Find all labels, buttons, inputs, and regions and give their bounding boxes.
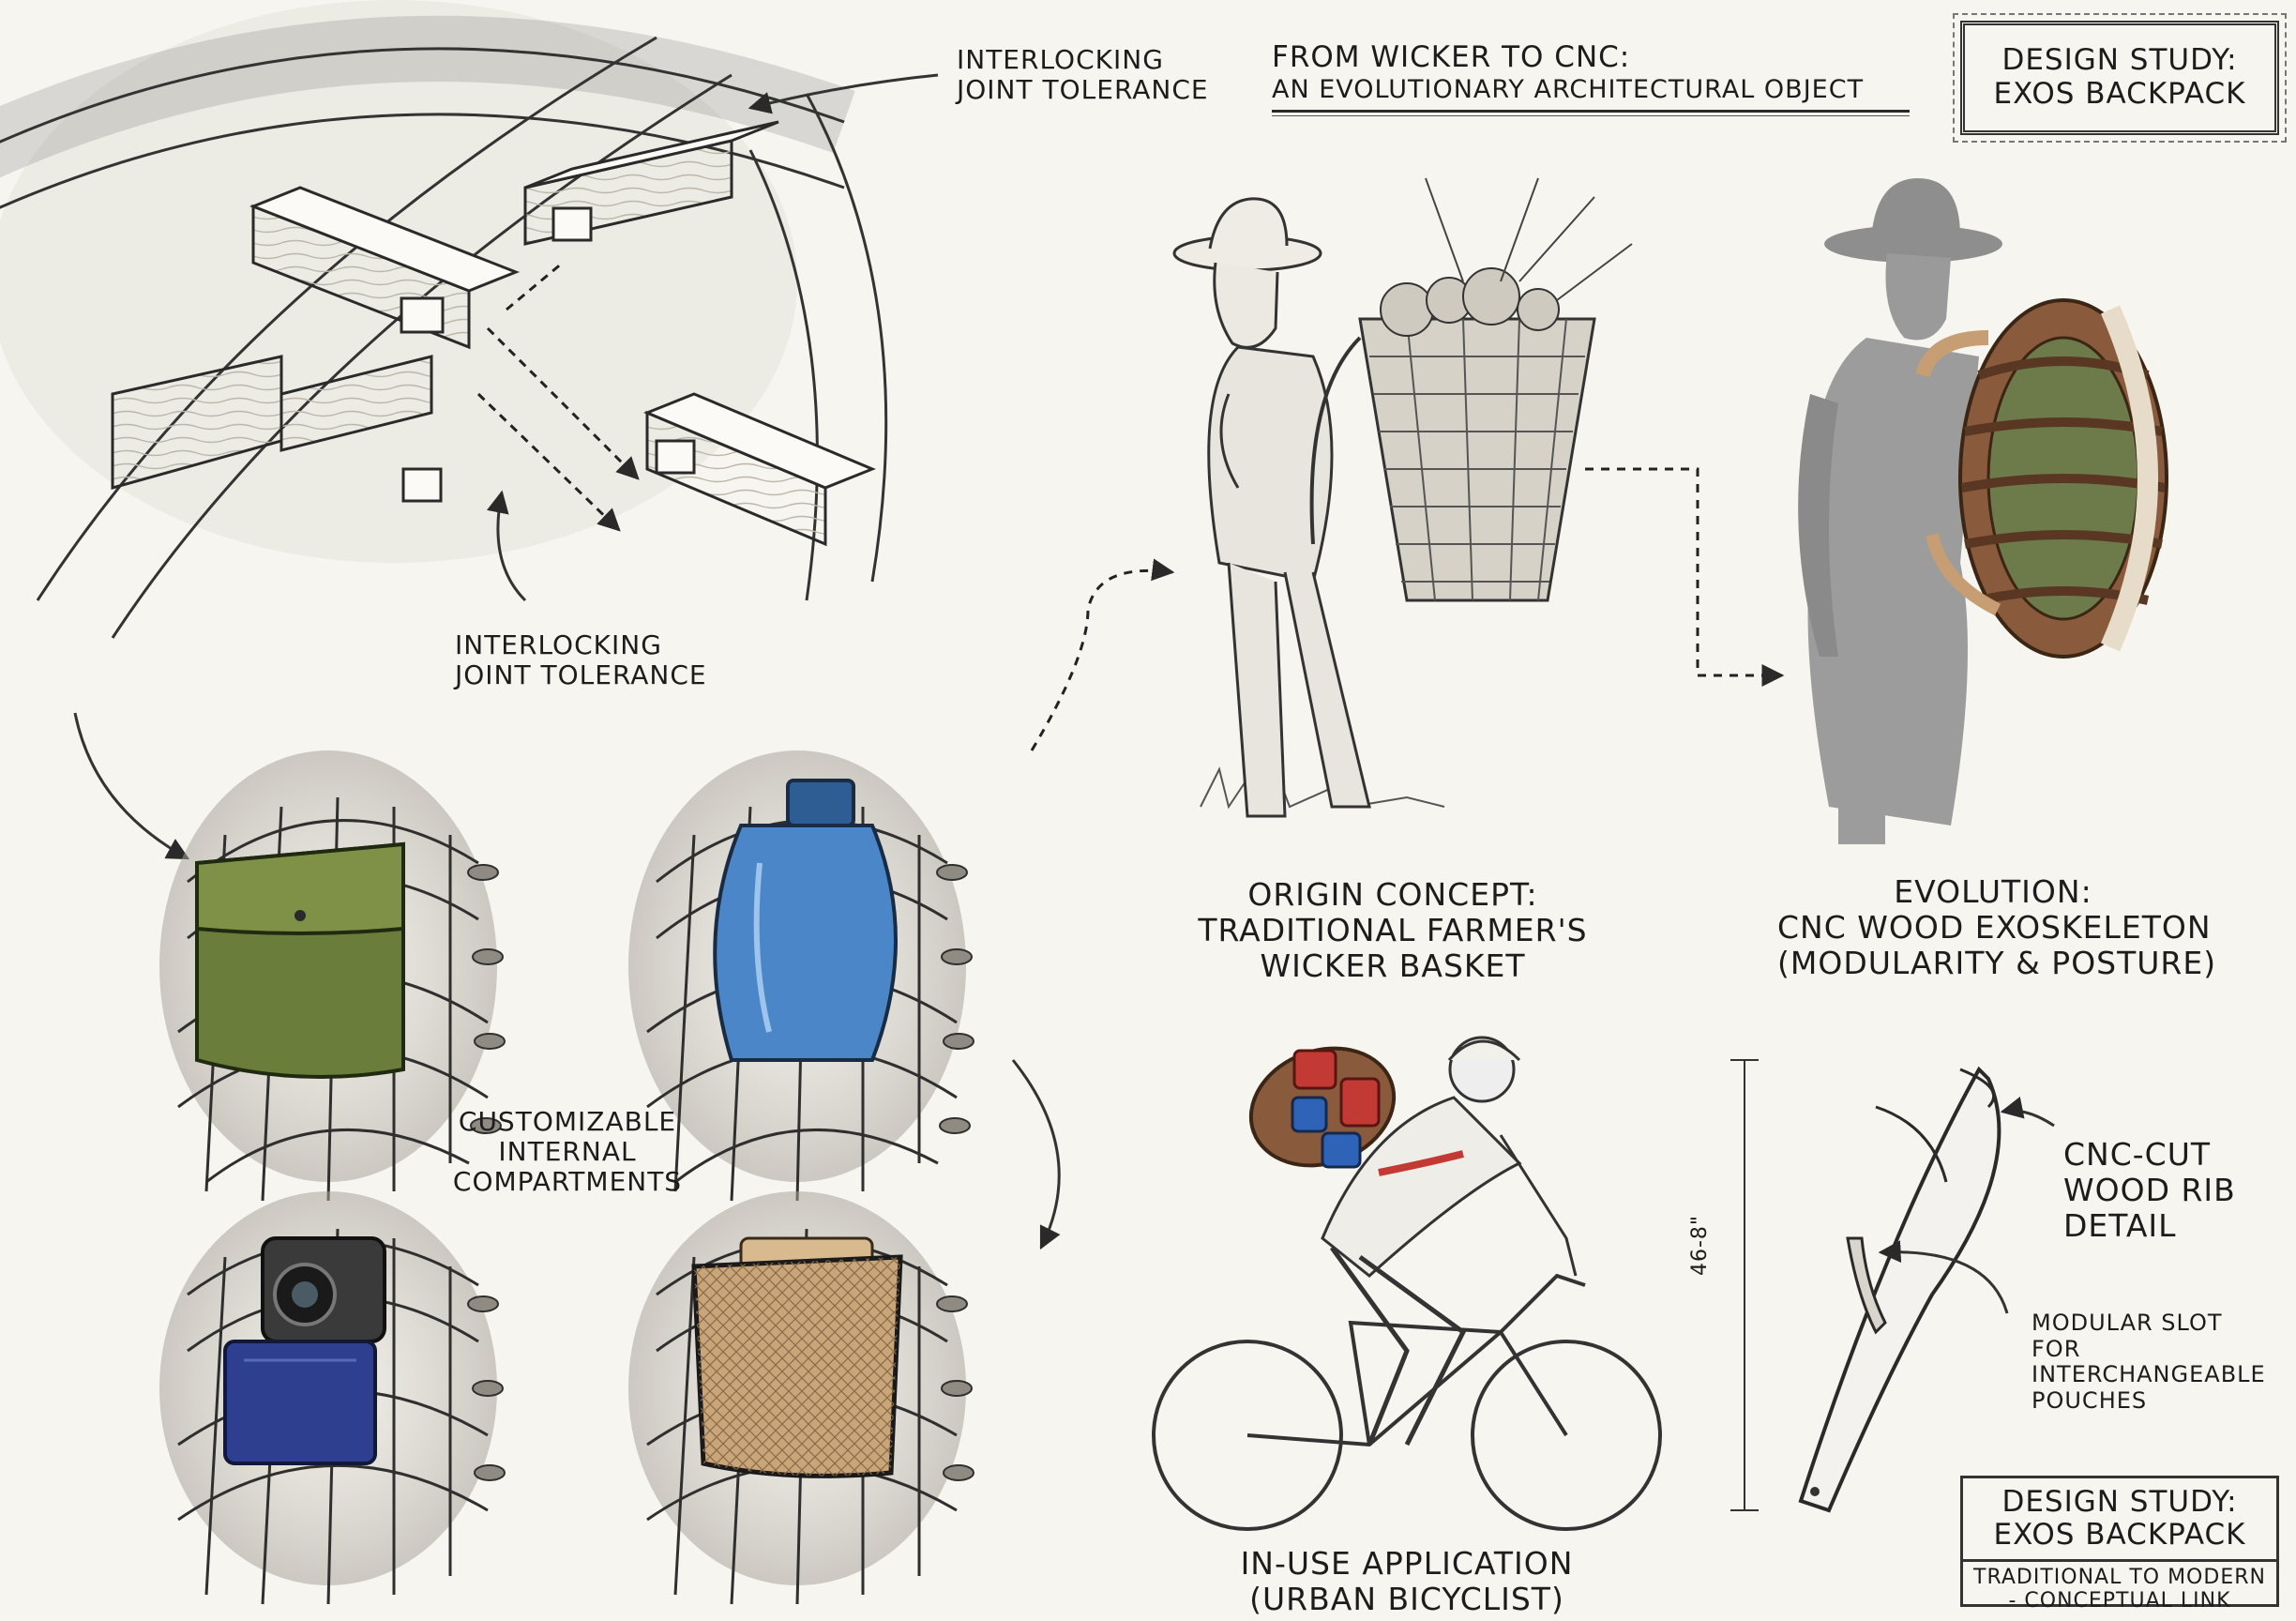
module-green-pouch [159, 750, 506, 1202]
origin-line1: ORIGIN CONCEPT: [1247, 876, 1538, 913]
evolution-line1: EVOLUTION: [1894, 873, 2092, 910]
module-blue-drybag [628, 750, 974, 1202]
camera-pouch [261, 1236, 386, 1343]
stamp-bottom-sub: TRADITIONAL TO MODERN - CONCEPTUAL LINK [1963, 1562, 2276, 1613]
design-study-stamp-top: DESIGN STUDY: EXOS BACKPACK [1953, 13, 2287, 143]
joint-tolerance-label-top: INTERLOCKING JOINT TOLERANCE [957, 44, 1209, 106]
module-mesh-pouch [628, 1191, 974, 1605]
design-study-stamp-bottom: DESIGN STUDY: EXOS BACKPACK TRADITIONAL … [1960, 1476, 2279, 1613]
in-use-line2: (URBAN BICYCLIST) [1249, 1580, 1564, 1617]
flow-arrow-module [1011, 1059, 1061, 1250]
joint-tolerance-label-mid: INTERLOCKING JOINT TOLERANCE [455, 629, 707, 691]
modular-slot-label: MODULAR SLOT FOR INTERCHANGEABLE POUCHES [2032, 1310, 2266, 1414]
stamp-top-line2: EXOS BACKPACK [1993, 77, 2246, 111]
rib-line2: WOOD RIB [2063, 1171, 2236, 1208]
interlocking-joint-sketch [0, 0, 939, 639]
origin-line3: WICKER BASKET [1260, 947, 1526, 984]
stamp-bottom-line2: EXOS BACKPACK [1993, 1518, 2246, 1552]
evolution-line3: (MODULARITY & POSTURE) [1777, 944, 2217, 981]
joint-label-mid-line2: JOINT TOLERANCE [455, 659, 707, 691]
main-title-line1: FROM WICKER TO CNC: [1272, 40, 1631, 74]
blue-drybag [713, 779, 898, 1062]
farmer-with-wicker-basket [1172, 177, 1633, 818]
title-underline [1272, 110, 1910, 113]
main-title-line2: AN EVOLUTIONARY ARCHITECTURAL OBJECT [1272, 74, 1865, 104]
cnc-rib-detail [1730, 1059, 2055, 1513]
stamp-top-line1: DESIGN STUDY: [2001, 43, 2238, 78]
joint-label-mid-line1: INTERLOCKING [455, 629, 662, 660]
in-use-label: IN-USE APPLICATION (URBAN BICYCLIST) [1210, 1546, 1604, 1617]
joint-label-top-line2: JOINT TOLERANCE [957, 74, 1209, 106]
dimension-label: 46-8" [1688, 1214, 1712, 1276]
figure-with-cnc-exoskeleton [1798, 178, 2168, 844]
joint-label-top-line1: INTERLOCKING [957, 44, 1164, 75]
compartments-line1: CUSTOMIZABLE [458, 1106, 677, 1137]
slot-line1: MODULAR SLOT [2032, 1310, 2223, 1336]
flow-arrow-origin [1030, 558, 1175, 751]
in-use-line1: IN-USE APPLICATION [1240, 1545, 1574, 1582]
origin-concept-label: ORIGIN CONCEPT: TRADITIONAL FARMER'S WIC… [1196, 877, 1590, 984]
origin-line2: TRADITIONAL FARMER'S [1198, 911, 1588, 948]
compartments-label: CUSTOMIZABLE INTERNAL COMPARTMENTS [441, 1106, 694, 1198]
slot-line2: FOR [2032, 1335, 2081, 1362]
rib-line1: CNC-CUT [2063, 1136, 2212, 1173]
mesh-pouch [691, 1236, 903, 1478]
urban-bicyclist [1152, 1036, 1662, 1531]
evolution-label: EVOLUTION: CNC WOOD EXOSKELETON (MODULAR… [1777, 873, 2217, 981]
compartments-line2: INTERNAL [498, 1136, 637, 1168]
title-underline-thin [1272, 115, 1910, 116]
evolution-line2: CNC WOOD EXOSKELETON [1777, 908, 2212, 946]
compartments-line3: COMPARTMENTS [452, 1166, 683, 1198]
module-camera-cube [159, 1191, 506, 1605]
stamp-bottom-line1: DESIGN STUDY: [2001, 1485, 2238, 1520]
rib-detail-label: CNC-CUT WOOD RIB DETAIL [2063, 1137, 2236, 1244]
stamp-bottom-main: DESIGN STUDY: EXOS BACKPACK [1963, 1478, 2276, 1562]
green-pouch [195, 841, 405, 1079]
flow-arrow-evolution [1585, 467, 1785, 687]
stamp-bottom-sub1: TRADITIONAL TO MODERN [1973, 1566, 2266, 1589]
slot-line3: INTERCHANGEABLE [2032, 1361, 2266, 1388]
cyclist-backpack [1248, 1046, 1464, 1176]
flow-arrow-joint [73, 712, 190, 860]
rib-line3: DETAIL [2063, 1206, 2177, 1244]
slot-line4: POUCHES [2032, 1386, 2148, 1414]
stamp-bottom-sub2: - CONCEPTUAL LINK [2008, 1589, 2231, 1613]
cnc-exoskeleton-backpack [1915, 298, 2168, 659]
main-title: FROM WICKER TO CNC: AN EVOLUTIONARY ARCH… [1272, 40, 1865, 104]
navy-cube-pouch [223, 1340, 377, 1465]
